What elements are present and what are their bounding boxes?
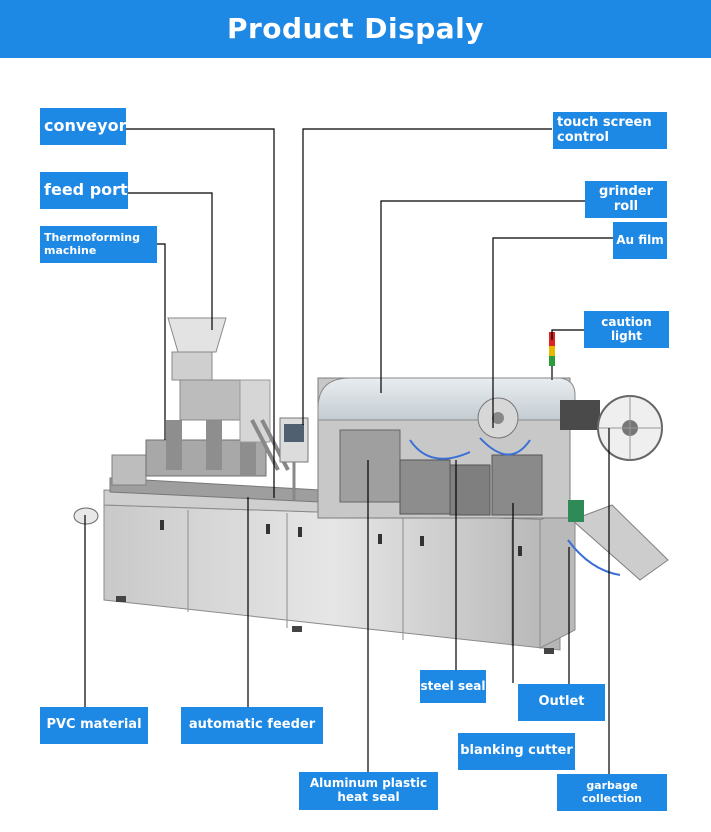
label-au-film: Au film xyxy=(613,222,667,259)
machine-body xyxy=(73,317,669,654)
label-thermoforming-machine: Thermoforming machine xyxy=(40,226,157,263)
label-feed-port: feed port xyxy=(40,172,128,209)
label-caution-light: caution light xyxy=(584,311,669,348)
label-outlet: Outlet xyxy=(518,684,605,721)
label-blanking-cutter: blanking cutter xyxy=(458,733,575,770)
label-conveyor: conveyor xyxy=(40,108,126,145)
label-pvc-material: PVC material xyxy=(40,707,148,744)
label-aluminum-plastic-heat-seal: Aluminum plastic heat seal xyxy=(299,772,438,810)
label-touch-screen-control: touch screen control xyxy=(553,112,667,149)
label-grinder-roll: grinder roll xyxy=(585,181,667,218)
label-garbage-collection: garbage collection xyxy=(557,774,667,811)
page-title: Product Dispaly xyxy=(226,12,485,45)
label-automatic-feeder: automatic feeder xyxy=(181,707,323,744)
leader-lines xyxy=(84,128,613,774)
label-steel-seal: steel seal xyxy=(420,670,486,703)
header-banner xyxy=(0,0,711,58)
